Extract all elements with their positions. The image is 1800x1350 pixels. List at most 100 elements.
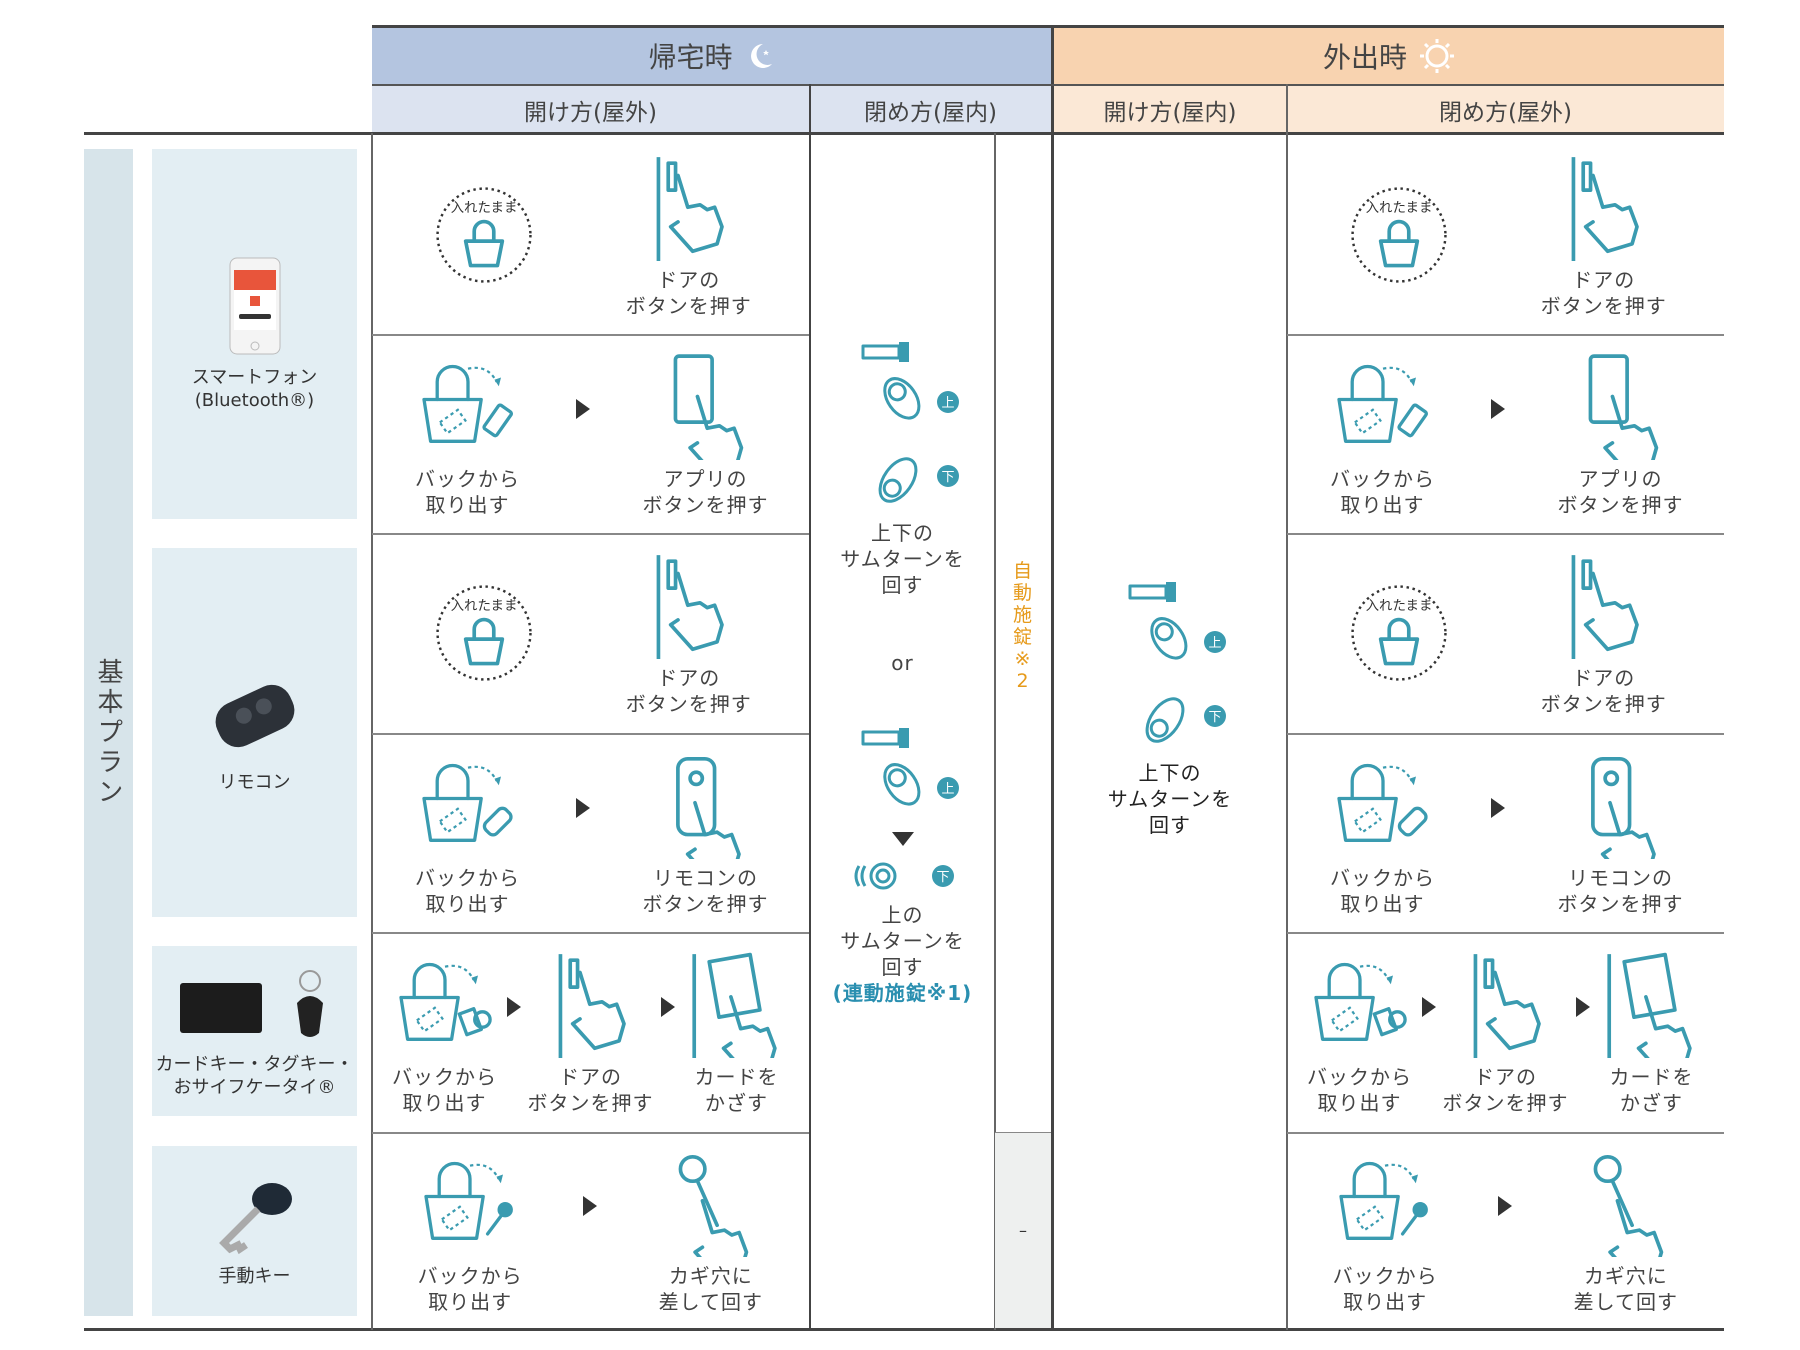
bag-phone-icon: [1336, 364, 1428, 443]
row-divider: [372, 533, 809, 535]
bag-remote-icon: [1336, 763, 1428, 842]
grid-line: [994, 133, 996, 1330]
device-label: リモコン: [218, 772, 291, 793]
open-outside-cell: 入れたままドアの ボタンを押す: [372, 533, 809, 733]
svg-text:上: 上: [941, 782, 954, 797]
svg-text:下: 下: [941, 470, 954, 485]
step-label: ドアの ボタンを押す: [527, 1065, 654, 1115]
step-label: バックから 取り出す: [1307, 1065, 1412, 1115]
step: ドアの ボタンを押す: [626, 549, 752, 717]
bottom-border: [84, 1328, 1724, 1331]
step: バックから 取り出す: [413, 749, 523, 917]
next-step-arrow-icon: [506, 997, 521, 1017]
thumbturn-up-icon: 上: [861, 342, 959, 420]
row-divider: [1287, 932, 1724, 934]
close-option1-label: 上下の サムターンを 回す: [840, 521, 965, 597]
auto-lock-label-wrap: 自動施錠 ※2: [995, 560, 1051, 692]
open-inside-label: 上下の サムターンを 回す: [1107, 761, 1233, 837]
step: バックから 取り出す: [413, 350, 523, 518]
bag-phone-icon: [421, 364, 513, 443]
step-label: カギ穴に 差して回す: [1573, 1264, 1679, 1314]
row-divider: [372, 1132, 809, 1134]
step: バックから 取り出す: [1330, 1147, 1440, 1315]
thumbturn-up-icon: 上: [861, 728, 959, 806]
step-label: バックから 取り出す: [415, 865, 520, 916]
stamp-icon: 入れたまま: [436, 186, 532, 283]
open-outside-cell: 入れたままドアの ボタンを押す: [372, 135, 809, 334]
row-divider: [1287, 1132, 1724, 1134]
step: バックから 取り出す: [1328, 749, 1438, 917]
step-label: ドアの ボタンを押す: [1442, 1065, 1569, 1115]
auto-lock-label: 自動施錠 ※2: [1012, 560, 1033, 692]
grid-line: [1286, 84, 1288, 1330]
bag-remote-icon: [421, 763, 513, 842]
close-inside-column: 上 下 上下の サムターンを 回す or 上 下 上の サムターンを 回す (連…: [811, 340, 994, 1006]
remote-control-icon: [215, 684, 294, 748]
svg-text:入れたまま: 入れたまま: [1366, 598, 1433, 614]
svg-text:下: 下: [936, 870, 949, 885]
step: 入れたまま: [429, 578, 539, 688]
door-icon: [656, 555, 724, 659]
close-outside-cell: バックから 取り出すドアの ボタンを押すカードを かざす: [1287, 932, 1724, 1132]
close-option2-label: 上の サムターンを 回す: [840, 903, 965, 979]
device-label: 手動キー: [218, 1265, 291, 1287]
header-going-out-title: 外出時: [1322, 41, 1407, 74]
next-step-arrow-icon: [575, 398, 590, 419]
moon-icon: [750, 44, 772, 68]
next-step-arrow-icon: [1490, 797, 1505, 818]
step: 入れたまま: [1344, 180, 1454, 290]
door-icon: [656, 156, 724, 261]
step: アプリの ボタンを押す: [643, 350, 769, 518]
step-label: バックから 取り出す: [1330, 466, 1435, 517]
step-label: バックから 取り出す: [1332, 1264, 1438, 1314]
step-label: ドアの ボタンを押す: [625, 267, 752, 318]
step-label: ドアの ボタンを押す: [1540, 267, 1667, 318]
bag-card-icon: [398, 962, 492, 1041]
row-divider: [372, 733, 809, 735]
close-outside-cell: バックから 取り出すリモコンの ボタンを押す: [1287, 733, 1724, 932]
step-label: カードを かざす: [1609, 1065, 1694, 1115]
phone-icon: [673, 353, 743, 460]
stamp-icon: 入れたまま: [1351, 585, 1447, 681]
step-label: カードを かざす: [694, 1065, 779, 1115]
device-remote: リモコン: [152, 548, 357, 917]
svg-text:入れたまま: 入れたまま: [1366, 199, 1433, 215]
close-outside-cell: バックから 取り出す カギ穴に 差して回す: [1287, 1132, 1724, 1330]
step: バックから 取り出す: [390, 948, 500, 1116]
door-icon: [1571, 555, 1639, 659]
step-label: リモコンの ボタンを押す: [642, 865, 769, 916]
device-label: スマートフォン (Bluetooth®): [191, 367, 318, 411]
remote-icon: [675, 756, 741, 859]
step-label: バックから 取り出す: [415, 466, 520, 517]
open-inside-column: 上 下 上下の サムターンを 回す: [1054, 580, 1286, 838]
row-divider: [1287, 334, 1724, 336]
step-label: リモコンの ボタンを押す: [1557, 865, 1684, 916]
bag-key-icon: [1339, 1161, 1429, 1240]
row-divider: [372, 334, 809, 336]
card-icon: [691, 952, 777, 1058]
next-step-arrow-icon: [1421, 997, 1436, 1017]
next-step-arrow-icon: [1490, 398, 1505, 419]
close-outside-cell: 入れたまま ドアの ボタンを押す: [1287, 533, 1724, 733]
manual-key-icon: [218, 1182, 292, 1254]
top-border: [372, 25, 1724, 28]
row-divider: [1287, 733, 1724, 735]
grid-line: [809, 84, 811, 1330]
step-label: バックから 取り出す: [417, 1264, 523, 1314]
or-label: or: [891, 651, 914, 675]
open-outside-cell: バックから 取り出す リモコンの ボタンを押す: [372, 733, 809, 932]
step-label: アプリの ボタンを押す: [642, 466, 769, 517]
header-divider: [372, 84, 1724, 86]
svg-text:入れたまま: 入れたまま: [451, 199, 518, 215]
key-icon: [1593, 1154, 1664, 1257]
step: バックから 取り出す: [1305, 948, 1415, 1116]
header-return-home-title: 帰宅時: [648, 41, 733, 74]
linked-lock-note: (連動施錠※1): [832, 981, 973, 1005]
step: ドアの ボタンを押す: [1541, 549, 1667, 717]
auto-lock-manual-key-cell: –: [995, 1132, 1051, 1328]
next-step-arrow-icon: [575, 797, 590, 818]
header-going-out: 外出時: [1054, 28, 1724, 84]
step: リモコンの ボタンを押す: [643, 749, 769, 917]
door-icon: [1473, 954, 1541, 1058]
step-label: ドアの ボタンを押す: [625, 666, 752, 716]
